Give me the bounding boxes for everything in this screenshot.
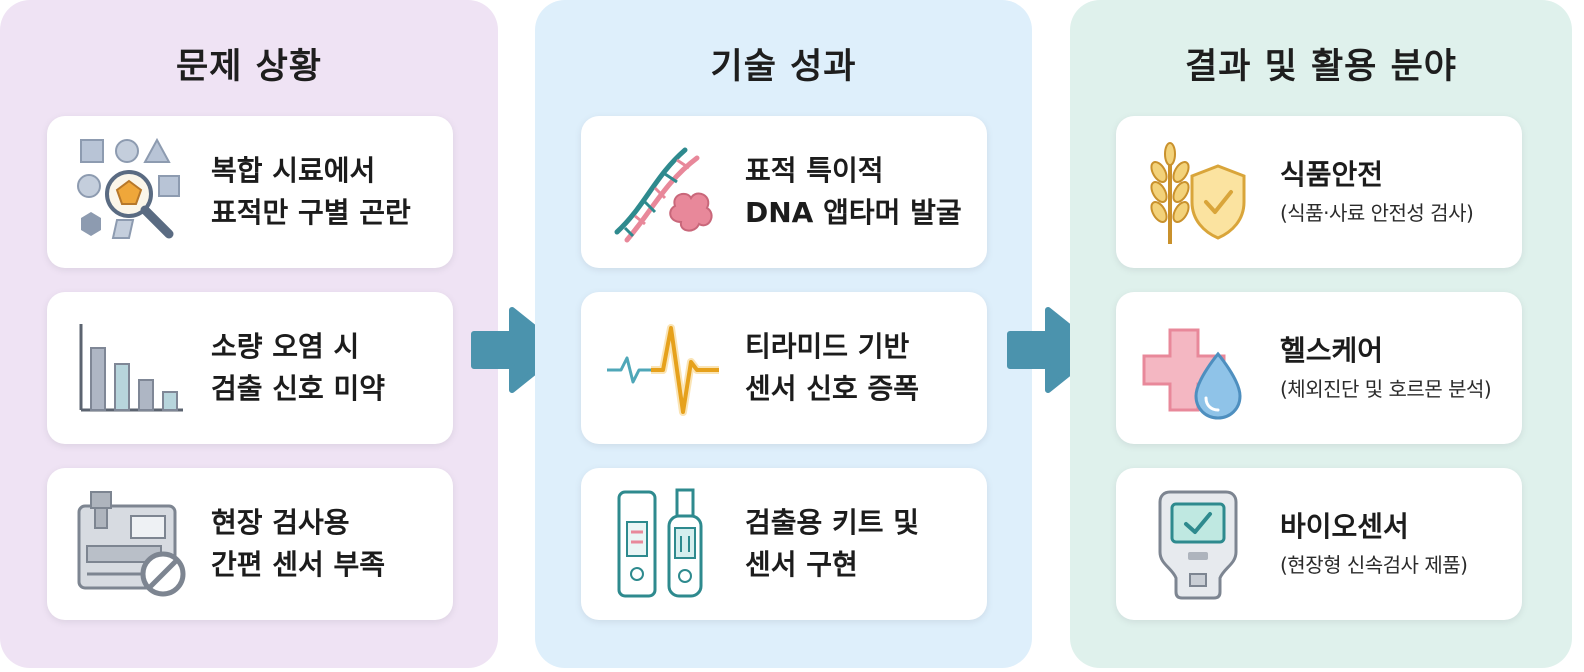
achievement-card-3-line1: 검출용 키트 및 bbox=[745, 506, 920, 539]
problem-card-1-line2: 표적만 구별 곤란 bbox=[211, 196, 411, 229]
dna-binding-icon bbox=[605, 136, 721, 248]
application-card-2-title: 헬스케어 bbox=[1280, 334, 1384, 367]
test-kit-sensor-icon bbox=[605, 488, 721, 600]
achievement-card-2-line2: 센서 신호 증폭 bbox=[745, 372, 920, 405]
achievement-panel-title: 기술 성과 bbox=[710, 47, 857, 87]
problem-card-3-line2: 간편 센서 부족 bbox=[211, 548, 386, 581]
application-card-2-sub: (체외진단 및 호르몬 분석) bbox=[1280, 377, 1492, 401]
application-card-food-safety: 식품안전 (식품·사료 안전성 검사) bbox=[1116, 116, 1522, 268]
achievement-card-2-line1: 티라미드 기반 bbox=[745, 330, 910, 363]
application-panel-title: 결과 및 활용 분야 bbox=[1185, 47, 1457, 87]
problem-card-field-sensor-lack: 현장 검사용 간편 센서 부족 bbox=[47, 468, 453, 620]
application-card-healthcare: 헬스케어 (체외진단 및 호르몬 분석) bbox=[1116, 292, 1522, 444]
wheat-shield-icon bbox=[1140, 136, 1256, 248]
problem-card-2-line1: 소량 오염 시 bbox=[211, 330, 360, 363]
application-card-biosensor: 바이오센서 (현장형 신속검사 제품) bbox=[1116, 468, 1522, 620]
achievement-card-aptamer: 표적 특이적 DNA 앱타머 발굴 bbox=[581, 116, 987, 268]
problem-card-weak-signal: 소량 오염 시 검출 신호 미약 bbox=[47, 292, 453, 444]
magnifier-shapes-icon bbox=[71, 136, 187, 248]
achievement-card-1-line1: 표적 특이적 bbox=[745, 154, 884, 187]
application-card-3-title: 바이오센서 bbox=[1280, 510, 1409, 543]
lab-machine-prohibited-icon bbox=[71, 488, 187, 600]
decreasing-bar-chart-icon bbox=[71, 312, 187, 424]
handheld-biosensor-icon bbox=[1140, 488, 1256, 600]
problem-panel-title: 문제 상황 bbox=[176, 47, 322, 87]
application-card-1-title: 식품안전 bbox=[1280, 158, 1384, 191]
application-card-3-sub: (현장형 신속검사 제품) bbox=[1280, 553, 1468, 577]
problem-card-3-line1: 현장 검사용 bbox=[211, 506, 350, 539]
achievement-card-3-line2: 센서 구현 bbox=[745, 548, 858, 581]
achievement-panel: 기술 성과 표적 특이적 DNA 앱타머 발굴 bbox=[535, 0, 1032, 668]
achievement-card-signal-amplification: 티라미드 기반 센서 신호 증폭 bbox=[581, 292, 987, 444]
application-panel: 결과 및 활용 분야 식품안전 (식품·사료 안전성 검사) bbox=[1070, 0, 1572, 668]
achievement-card-kit-sensor: 검출용 키트 및 센서 구현 bbox=[581, 468, 987, 620]
signal-wave-icon bbox=[605, 312, 721, 424]
problem-card-2-line2: 검출 신호 미약 bbox=[211, 372, 386, 405]
achievement-card-1-line2: DNA 앱타머 발굴 bbox=[745, 196, 962, 229]
problem-panel: 문제 상황 복합 시료에서 표적만 구별 곤란 bbox=[0, 0, 498, 668]
medical-cross-drop-icon bbox=[1140, 312, 1256, 424]
problem-card-sample-discrimination: 복합 시료에서 표적만 구별 곤란 bbox=[47, 116, 453, 268]
problem-card-1-line1: 복합 시료에서 bbox=[211, 154, 376, 187]
application-card-1-sub: (식품·사료 안전성 검사) bbox=[1280, 201, 1474, 225]
